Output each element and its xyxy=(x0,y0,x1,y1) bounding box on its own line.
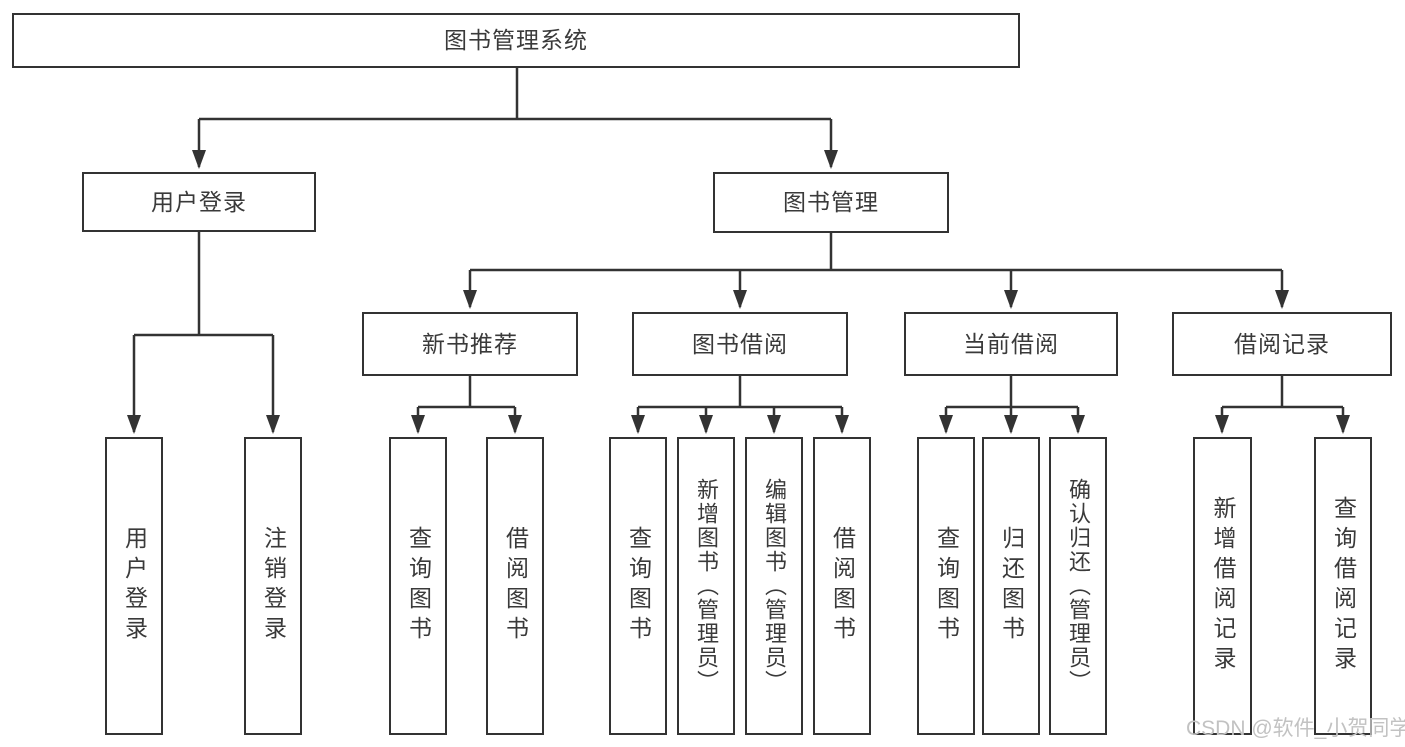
connector-user-login xyxy=(127,232,280,434)
connector-new-book-recommendation xyxy=(411,376,522,434)
node-book-management-label: 图书管理 xyxy=(783,189,879,215)
connector-book-borrowing xyxy=(631,376,849,434)
leaf-user-login-label: 用户登录 xyxy=(121,526,148,646)
connector-borrowing-records xyxy=(1215,376,1350,434)
connector-book-management xyxy=(463,233,1289,309)
csdn-watermark: CSDN @软件_小贺同学 xyxy=(1186,717,1405,740)
node-current-borrowing-label: 当前借阅 xyxy=(963,330,1059,357)
node-user-login-label: 用户登录 xyxy=(151,188,247,215)
node-borrowing-records: 借阅记录 xyxy=(1172,312,1392,376)
leaf-query-books-borrowing: 查询图书 xyxy=(609,437,667,735)
leaf-add-books-admin-label: 新增图书（管理员） xyxy=(694,478,719,694)
connector-current-borrowing xyxy=(939,376,1085,434)
leaf-confirm-return-admin: 确认归还（管理员） xyxy=(1049,437,1107,735)
leaf-query-books-current: 查询图书 xyxy=(917,437,975,735)
node-book-borrowing-label: 图书借阅 xyxy=(692,330,788,357)
leaf-user-login: 用户登录 xyxy=(105,437,163,735)
connector-root xyxy=(192,68,838,169)
leaf-return-books-label: 归还图书 xyxy=(998,526,1025,646)
leaf-borrow-books-borrowing: 借阅图书 xyxy=(813,437,871,735)
leaf-return-books: 归还图书 xyxy=(982,437,1040,735)
node-new-book-recommendation-label: 新书推荐 xyxy=(422,330,518,357)
leaf-logout-login-label: 注销登录 xyxy=(260,526,287,646)
leaf-borrow-books-recommend-label: 借阅图书 xyxy=(502,526,529,646)
leaf-query-books-recommend-label: 查询图书 xyxy=(405,526,432,646)
leaf-borrow-books-recommend: 借阅图书 xyxy=(486,437,544,735)
node-user-login: 用户登录 xyxy=(82,172,316,232)
node-book-borrowing: 图书借阅 xyxy=(632,312,848,376)
node-new-book-recommendation: 新书推荐 xyxy=(362,312,578,376)
node-book-management: 图书管理 xyxy=(713,172,949,233)
node-borrowing-records-label: 借阅记录 xyxy=(1234,330,1330,357)
leaf-add-borrow-record: 新增借阅记录 xyxy=(1193,437,1252,735)
leaf-edit-books-admin-label: 编辑图书（管理员） xyxy=(762,478,787,694)
leaf-logout-login: 注销登录 xyxy=(244,437,302,735)
leaf-query-books-current-label: 查询图书 xyxy=(933,526,960,646)
node-current-borrowing: 当前借阅 xyxy=(904,312,1118,376)
leaf-query-books-recommend: 查询图书 xyxy=(389,437,447,735)
node-library-system: 图书管理系统 xyxy=(12,13,1020,68)
leaf-query-borrow-record: 查询借阅记录 xyxy=(1314,437,1372,735)
leaf-query-borrow-record-label: 查询借阅记录 xyxy=(1330,496,1357,676)
leaf-confirm-return-admin-label: 确认归还（管理员） xyxy=(1066,478,1091,694)
node-library-system-label: 图书管理系统 xyxy=(444,27,588,53)
leaf-add-books-admin: 新增图书（管理员） xyxy=(677,437,735,735)
leaf-add-borrow-record-label: 新增借阅记录 xyxy=(1210,496,1236,676)
leaf-edit-books-admin: 编辑图书（管理员） xyxy=(745,437,803,735)
leaf-query-books-borrowing-label: 查询图书 xyxy=(625,526,652,646)
leaf-borrow-books-borrowing-label: 借阅图书 xyxy=(829,526,856,646)
